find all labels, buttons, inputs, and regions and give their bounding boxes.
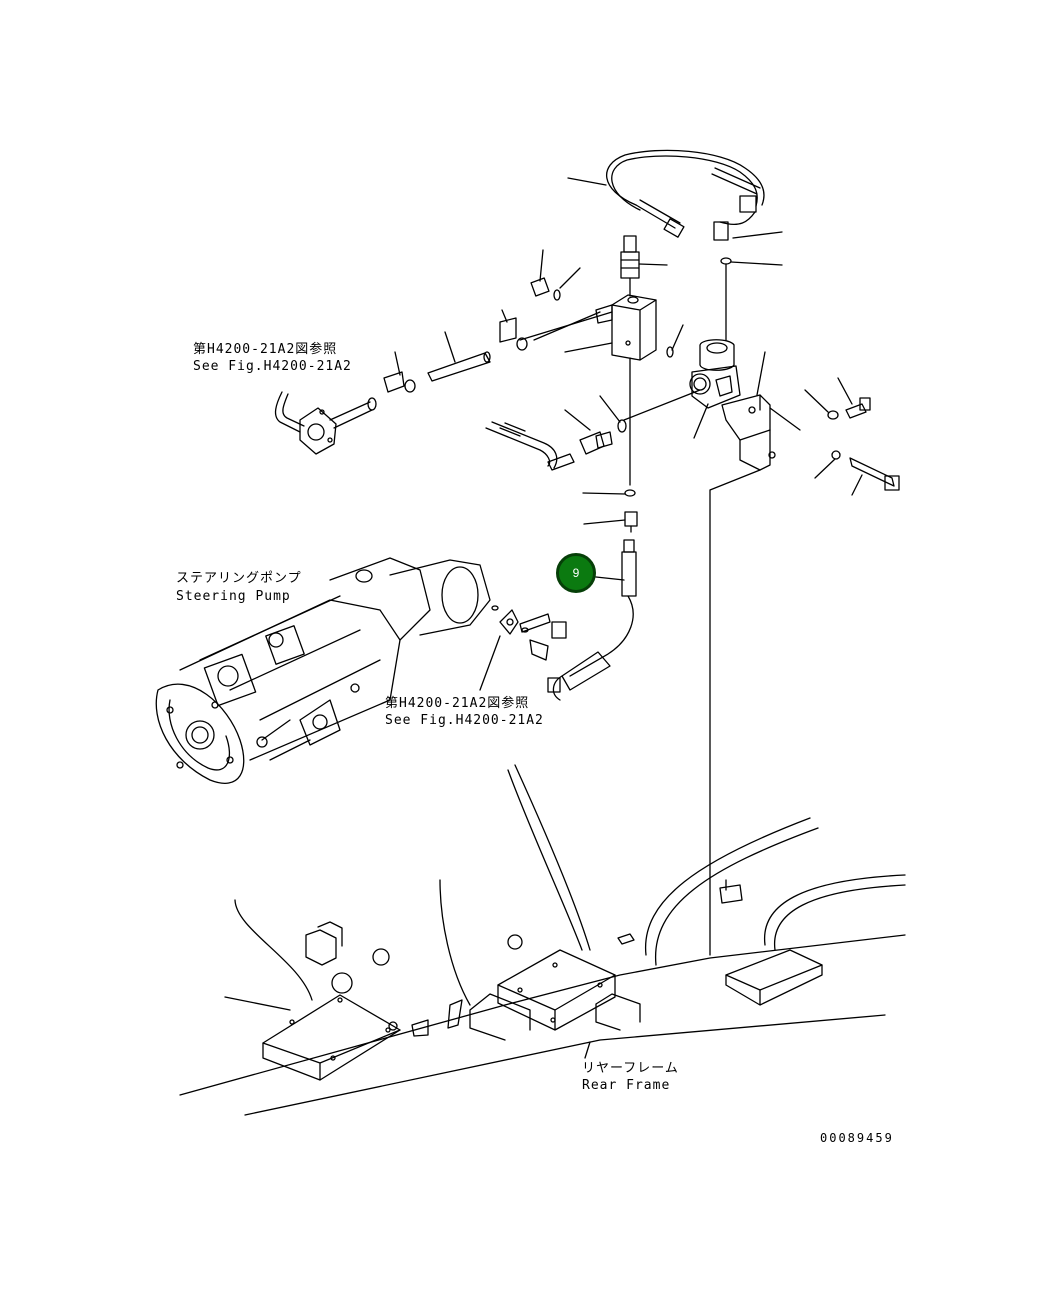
- pressure-switch: [620, 235, 668, 297]
- callout-number: 9: [572, 566, 580, 580]
- ref-label-middle-jp: 第H4200-21A2図参照: [385, 696, 530, 711]
- pump-suction-hose: [274, 391, 377, 455]
- callout-9-button[interactable]: 9: [556, 553, 596, 593]
- pipe-to-frame: [709, 469, 761, 956]
- rear-frame-label-jp: リヤーフレーム: [582, 1061, 679, 1076]
- bolts-and-washers: [804, 377, 900, 496]
- valve-block: [519, 294, 657, 486]
- drawing-number: 00089459: [820, 1131, 894, 1145]
- steering-pump-label-en: Steering Pump: [176, 589, 291, 604]
- mounting-bracket: [721, 351, 801, 471]
- ref-label-middle-en: See Fig.H4200-21A2: [385, 713, 544, 728]
- steering-pump-label-jp: ステアリングポンプ: [176, 571, 302, 586]
- rear-frame-drawing: [179, 764, 906, 1116]
- ref-label-top-en: See Fig.H4200-21A2: [193, 359, 352, 374]
- block-fittings: [499, 249, 601, 351]
- pressure-hose-9: [547, 539, 637, 701]
- rear-frame-label-en: Rear Frame: [582, 1078, 671, 1093]
- tube-and-clamps: [383, 331, 491, 393]
- upper-hose-assembly: [567, 149, 783, 341]
- right-valve-body: [666, 324, 741, 439]
- steering-pump-drawing: [155, 557, 491, 784]
- lower-hose: [485, 389, 701, 471]
- lower-adapter: [582, 489, 638, 533]
- pump-port-fittings: [479, 605, 567, 691]
- ref-label-top-jp: 第H4200-21A2図参照: [193, 342, 338, 357]
